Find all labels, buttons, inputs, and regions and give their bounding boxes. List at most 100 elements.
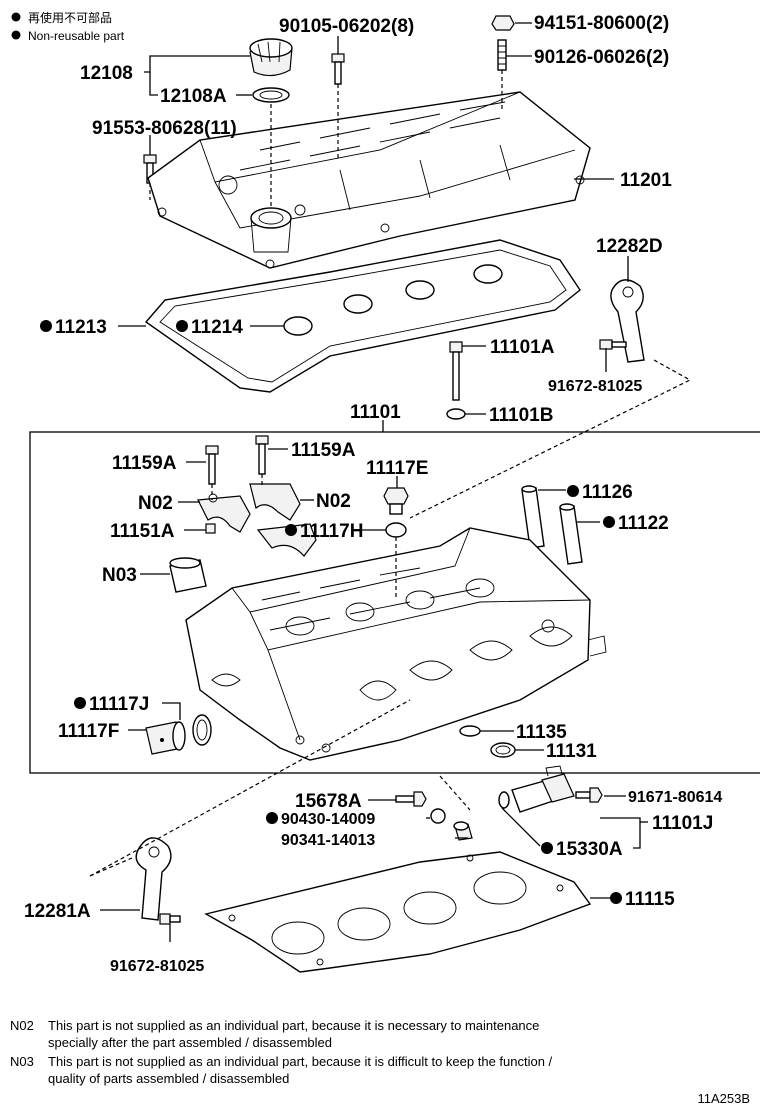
stud-90126-icon [497, 39, 507, 71]
label-11214: 11214 [191, 317, 243, 338]
gasket-11135-icon [459, 725, 481, 737]
cylinder-head-group [145, 435, 607, 811]
label-11131: 11131 [546, 741, 597, 762]
label-11159a-left: 11159A [112, 453, 177, 474]
oil-filler-cap-icon [249, 38, 293, 77]
label-n02-left: N02 [138, 493, 173, 514]
note-n02-code: N02 [10, 1018, 34, 1033]
label-n03: N03 [102, 565, 137, 586]
label-15330a: 15330A [556, 839, 623, 860]
non-reusable-icon [603, 516, 615, 528]
label-11159a-right: 11159A [291, 440, 356, 461]
gasket-11117h-icon [385, 522, 407, 538]
bolt-91671-icon [575, 787, 603, 803]
label-91553: 91553-80628(11) [92, 118, 237, 139]
bolt-91672-top-icon [599, 339, 627, 350]
label-11117e: 11117E [366, 458, 428, 479]
camshaft-cap-left-icon [197, 493, 251, 533]
non-reusable-icon [74, 697, 86, 709]
legend-dot-2 [11, 30, 21, 40]
tube-n03-icon [169, 557, 207, 593]
label-12282d: 12282D [596, 236, 663, 257]
label-91672-top: 91672-81025 [548, 378, 642, 395]
label-12281a: 12281A [24, 901, 91, 922]
non-reusable-icon [610, 892, 622, 904]
label-90341: 90341-14013 [281, 832, 375, 849]
label-11135: 11135 [516, 722, 567, 743]
non-reusable-icon [266, 812, 278, 824]
legend-jp-text: 再使用不可部品 [28, 10, 112, 25]
valve-guide-11122-icon [559, 503, 583, 565]
plug-90341-icon [453, 821, 473, 841]
non-reusable-icon [285, 524, 297, 536]
label-11201: 11201 [620, 170, 672, 191]
label-11115: 11115 [625, 889, 675, 910]
label-11117f: 11117F [58, 721, 119, 742]
cover-gasket-icon [144, 239, 581, 393]
legend-dot-1 [11, 12, 21, 22]
label-11101j: 11101J [652, 813, 713, 834]
bolt-11159a-right-icon [255, 435, 269, 475]
non-reusable-icon [176, 320, 188, 332]
label-n02-right: N02 [316, 491, 351, 512]
label-12108a: 12108A [160, 86, 227, 107]
label-11213: 11213 [55, 317, 107, 338]
leader-lines-bottom [100, 795, 648, 942]
label-11151a: 11151A [110, 521, 175, 542]
part-labels: 90105-06202(8) 94151-80600(2) 90126-0602… [24, 13, 722, 975]
label-90105: 90105-06202(8) [279, 16, 414, 37]
figure-id: 11A253B [697, 1091, 750, 1106]
label-11117h: 11117H [300, 521, 363, 542]
non-reusable-icon [541, 842, 553, 854]
note-n03-code: N03 [10, 1054, 34, 1069]
note-n03-line1: This part is not supplied as an individu… [48, 1054, 553, 1069]
non-reusable-icon [40, 320, 52, 332]
label-90126: 90126-06026(2) [534, 47, 669, 68]
bolt-15678a-icon [395, 791, 427, 807]
footnotes: N02 This part is not supplied as an indi… [10, 1018, 750, 1106]
washer-11101b-icon [446, 408, 466, 420]
label-11126: 11126 [582, 482, 633, 503]
pin-11151a-icon [205, 523, 216, 534]
gasket-11131-icon [490, 742, 516, 758]
cylinder-head-box [29, 431, 760, 774]
label-12108: 12108 [80, 63, 133, 84]
washer-90430-icon [430, 808, 446, 824]
plug-11117f-icon [145, 721, 186, 755]
note-n02-line1: This part is not supplied as an individu… [48, 1018, 539, 1033]
plug-11117e-icon [383, 487, 409, 515]
bolt-11159a-left-icon [205, 445, 219, 485]
bolt-91672-bottom-icon [159, 913, 181, 925]
label-94151: 94151-80600(2) [534, 13, 669, 34]
leader-lines-middle [128, 448, 600, 751]
valve-cover-icon [147, 91, 591, 269]
note-n03-line2: quality of parts assembled / disassemble… [48, 1071, 289, 1086]
oil-control-valve-icon [498, 765, 575, 813]
bracket-12282d-icon [610, 279, 645, 363]
cylinder-head-icon [185, 527, 607, 761]
label-11101: 11101 [350, 402, 401, 423]
valve-guide-11126-icon [521, 485, 545, 549]
seal-11117j-icon [192, 714, 212, 746]
valve-cover-group [143, 15, 645, 420]
head-gasket-icon [204, 851, 592, 973]
bolt-90105-icon [331, 53, 345, 85]
cap-gasket-icon [252, 87, 290, 103]
legend: 再使用不可部品 Non-reusable part [11, 10, 125, 43]
label-11122: 11122 [618, 513, 669, 534]
plug-tube-gasket-icon [283, 264, 503, 336]
label-91671: 91671-80614 [628, 789, 722, 806]
bottom-group [89, 699, 603, 973]
non-reusable-icon [567, 485, 579, 497]
note-n02-line2: specially after the part assembled / dis… [48, 1035, 332, 1050]
bolt-11101a-icon [449, 341, 463, 401]
label-11101b: 11101B [489, 405, 553, 426]
legend-en-text: Non-reusable part [28, 29, 125, 43]
label-15678a: 15678A [295, 791, 362, 812]
label-11101a: 11101A [490, 337, 555, 358]
nut-94151-icon [491, 15, 515, 31]
camshaft-cap-right-icon [249, 483, 317, 557]
label-11117j: 11117J [89, 694, 149, 715]
label-91672-bottom: 91672-81025 [110, 958, 204, 975]
